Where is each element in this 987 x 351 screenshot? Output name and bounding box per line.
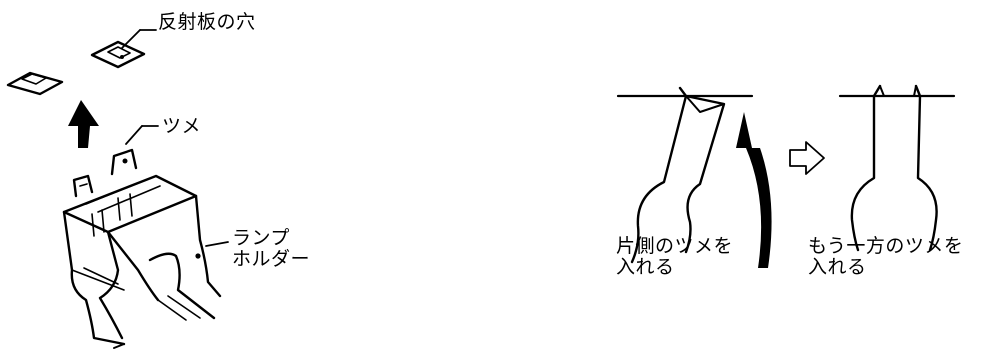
label-lamp-holder: ランプ ホルダー bbox=[232, 228, 310, 270]
reflector-hole-left bbox=[6, 71, 64, 96]
leader-reflector-hole bbox=[121, 29, 141, 49]
step2-holder bbox=[850, 84, 938, 252]
leader-claw bbox=[125, 125, 143, 145]
step1-holder bbox=[630, 86, 726, 264]
label-lamp-holder-line-1: ランプ bbox=[232, 227, 290, 249]
caption-step1-line-1: 片側のツメを bbox=[616, 235, 734, 257]
curved-arrow bbox=[736, 112, 772, 268]
next-step-arrow bbox=[789, 141, 825, 175]
caption-step1: 片側のツメを 入れる bbox=[616, 236, 733, 278]
caption-step2-line-1: もう一方のツメを bbox=[808, 235, 964, 257]
label-claw: ツメ bbox=[162, 115, 202, 137]
reflector-hole-right bbox=[90, 40, 146, 69]
leader-lamp-holder bbox=[205, 241, 229, 247]
label-reflector-hole: 反射板の穴 bbox=[158, 11, 256, 33]
caption-step2-line-2: 入れる bbox=[808, 256, 867, 278]
up-arrow bbox=[68, 100, 99, 148]
label-lamp-holder-line-2: ホルダー bbox=[232, 248, 311, 270]
caption-step1-line-2: 入れる bbox=[616, 256, 675, 278]
lamp-holder bbox=[62, 148, 222, 349]
caption-step2: もう一方のツメを 入れる bbox=[808, 236, 963, 278]
